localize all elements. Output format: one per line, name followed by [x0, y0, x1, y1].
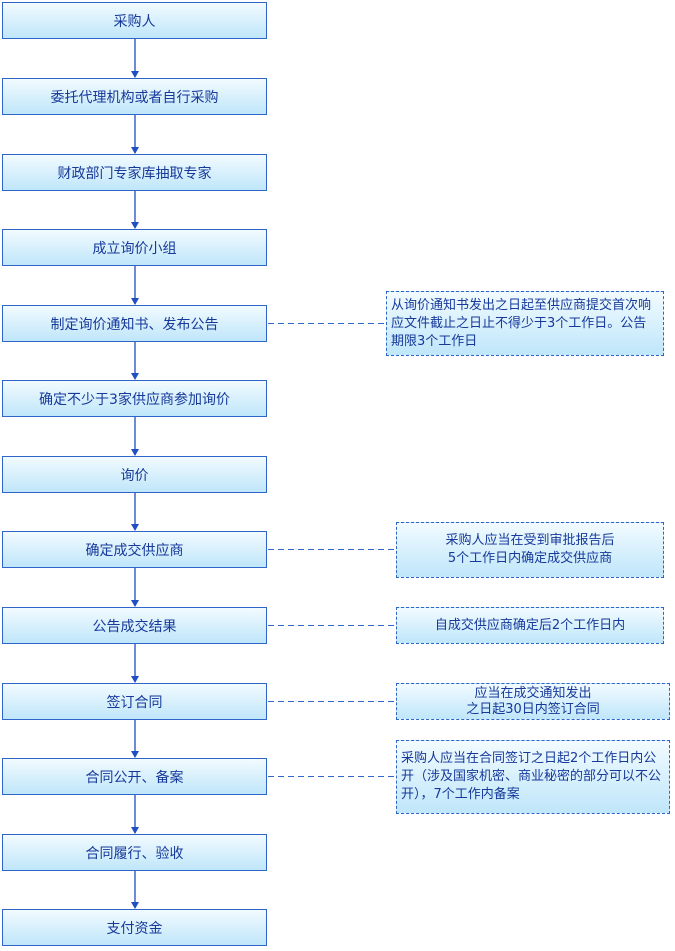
note-announce-deadline: 自成交供应商确定后2个工作日内 — [396, 607, 664, 644]
note-winner-deadline-text: 采购人应当在受到审批报告后 5个工作日内确定成交供应商 — [445, 533, 615, 566]
step-entrust-agency: 委托代理机构或者自行采购 — [2, 78, 267, 115]
note-announce-deadline-text: 自成交供应商确定后2个工作日内 — [434, 617, 626, 633]
step-issue-inquiry-notice: 制定询价通知书、发布公告 — [2, 305, 267, 342]
step-select-experts: 财政部门专家库抽取专家 — [2, 154, 267, 191]
step-purchaser: 采购人 — [2, 2, 267, 39]
step-sign-contract: 签订合同 — [2, 683, 267, 720]
step-form-inquiry-group: 成立询价小组 — [2, 229, 267, 266]
note-inquiry-deadline-text: 从询价通知书发出之日起至供应商提交首次响应文件截止之日止不得少于3个工作日。公告… — [391, 297, 652, 349]
note-inquiry-deadline: 从询价通知书发出之日起至供应商提交首次响应文件截止之日止不得少于3个工作日。公告… — [386, 291, 664, 356]
note-contract-deadline-text: 应当在成交通知发出 之日起30日内签订合同 — [466, 685, 600, 717]
step-contract-performance: 合同履行、验收 — [2, 834, 267, 871]
note-publish-deadline: 采购人应当在合同签订之日起2个工作日内公开（涉及国家机密、商业秘密的部分可以不公… — [396, 740, 670, 814]
note-contract-deadline: 应当在成交通知发出 之日起30日内签订合同 — [396, 683, 670, 720]
note-links — [268, 323, 396, 777]
note-winner-deadline: 采购人应当在受到审批报告后 5个工作日内确定成交供应商 — [396, 522, 664, 578]
step-confirm-suppliers: 确定不少于3家供应商参加询价 — [2, 380, 267, 417]
step-inquiry: 询价 — [2, 456, 267, 493]
step-payment: 支付资金 — [2, 909, 267, 946]
step-contract-publish: 合同公开、备案 — [2, 758, 267, 795]
step-determine-winner: 确定成交供应商 — [2, 531, 267, 568]
note-publish-deadline-text: 采购人应当在合同签订之日起2个工作日内公开（涉及国家机密、商业秘密的部分可以不公… — [401, 751, 662, 802]
step-announce-result: 公告成交结果 — [2, 607, 267, 644]
